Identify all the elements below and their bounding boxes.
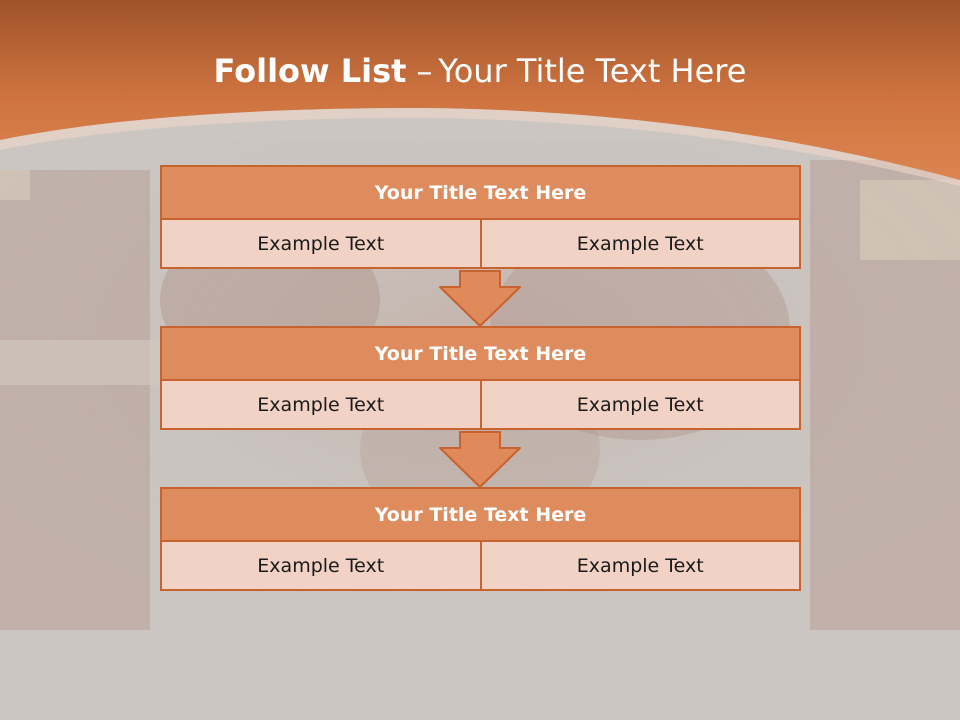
- block-cell-right: Example Text: [479, 379, 801, 430]
- flow-block-3: Your Title Text Here Example Text Exampl…: [160, 487, 801, 591]
- block-cell-left: Example Text: [160, 218, 482, 269]
- slide-title-bold: Follow List: [213, 52, 407, 90]
- block-row: Example Text Example Text: [160, 540, 801, 591]
- block-cell-right: Example Text: [479, 540, 801, 591]
- slide-title: Follow List–Your Title Text Here: [0, 52, 960, 90]
- slide-title-separator: –: [416, 52, 433, 90]
- slide-title-rest: Your Title Text Here: [438, 52, 747, 90]
- flow-block-2: Your Title Text Here Example Text Exampl…: [160, 326, 801, 430]
- down-arrow-icon: [439, 431, 521, 488]
- block-row: Example Text Example Text: [160, 218, 801, 269]
- flow-block-1: Your Title Text Here Example Text Exampl…: [160, 165, 801, 269]
- down-arrow-icon: [439, 270, 521, 327]
- block-title: Your Title Text Here: [160, 487, 801, 542]
- block-title: Your Title Text Here: [160, 165, 801, 220]
- block-title: Your Title Text Here: [160, 326, 801, 381]
- block-cell-left: Example Text: [160, 379, 482, 430]
- block-cell-left: Example Text: [160, 540, 482, 591]
- block-cell-right: Example Text: [479, 218, 801, 269]
- block-row: Example Text Example Text: [160, 379, 801, 430]
